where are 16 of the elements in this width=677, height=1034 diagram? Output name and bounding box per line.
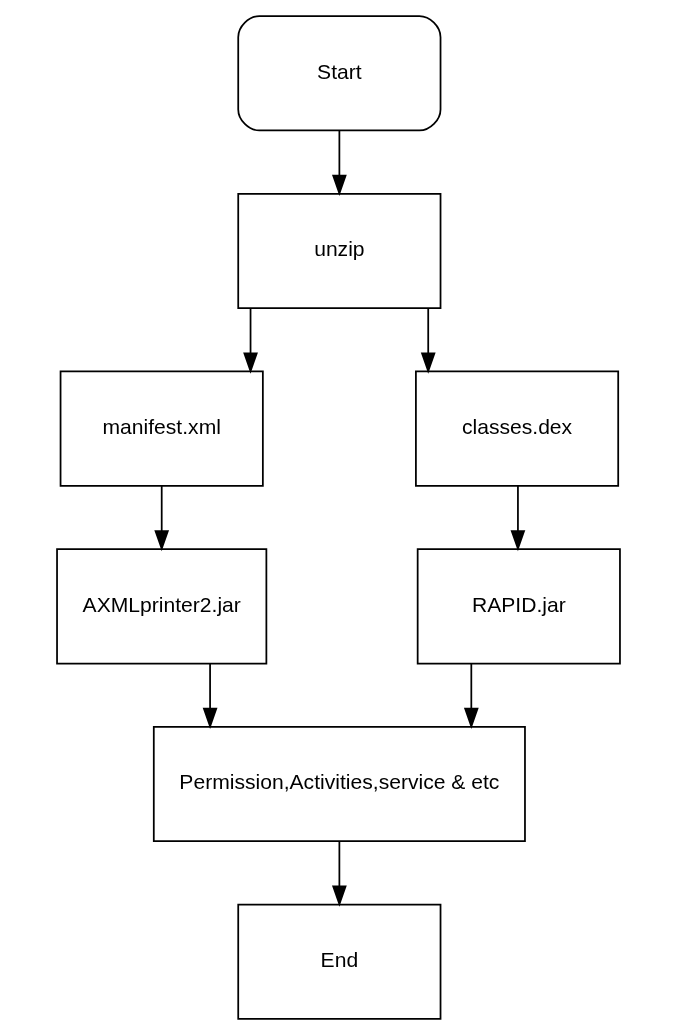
arrow [243, 306, 258, 374]
node-box: AXMLprinter2.jar [56, 547, 268, 664]
arrow [463, 662, 479, 729]
node-box: manifest.xml [59, 370, 264, 487]
arrow [331, 839, 347, 907]
arrow [420, 306, 436, 374]
node-box: unzip [237, 192, 442, 309]
arrow [154, 484, 170, 551]
node-box: Permission,Activities,service & etc [152, 725, 526, 842]
node-box: Start [237, 14, 442, 131]
node-box: RAPID.jar [416, 547, 621, 664]
arrow [331, 129, 347, 196]
arrow [510, 484, 526, 551]
node-box: End [237, 903, 442, 1020]
node-box: classes.dex [415, 370, 620, 487]
arrow [202, 662, 218, 729]
